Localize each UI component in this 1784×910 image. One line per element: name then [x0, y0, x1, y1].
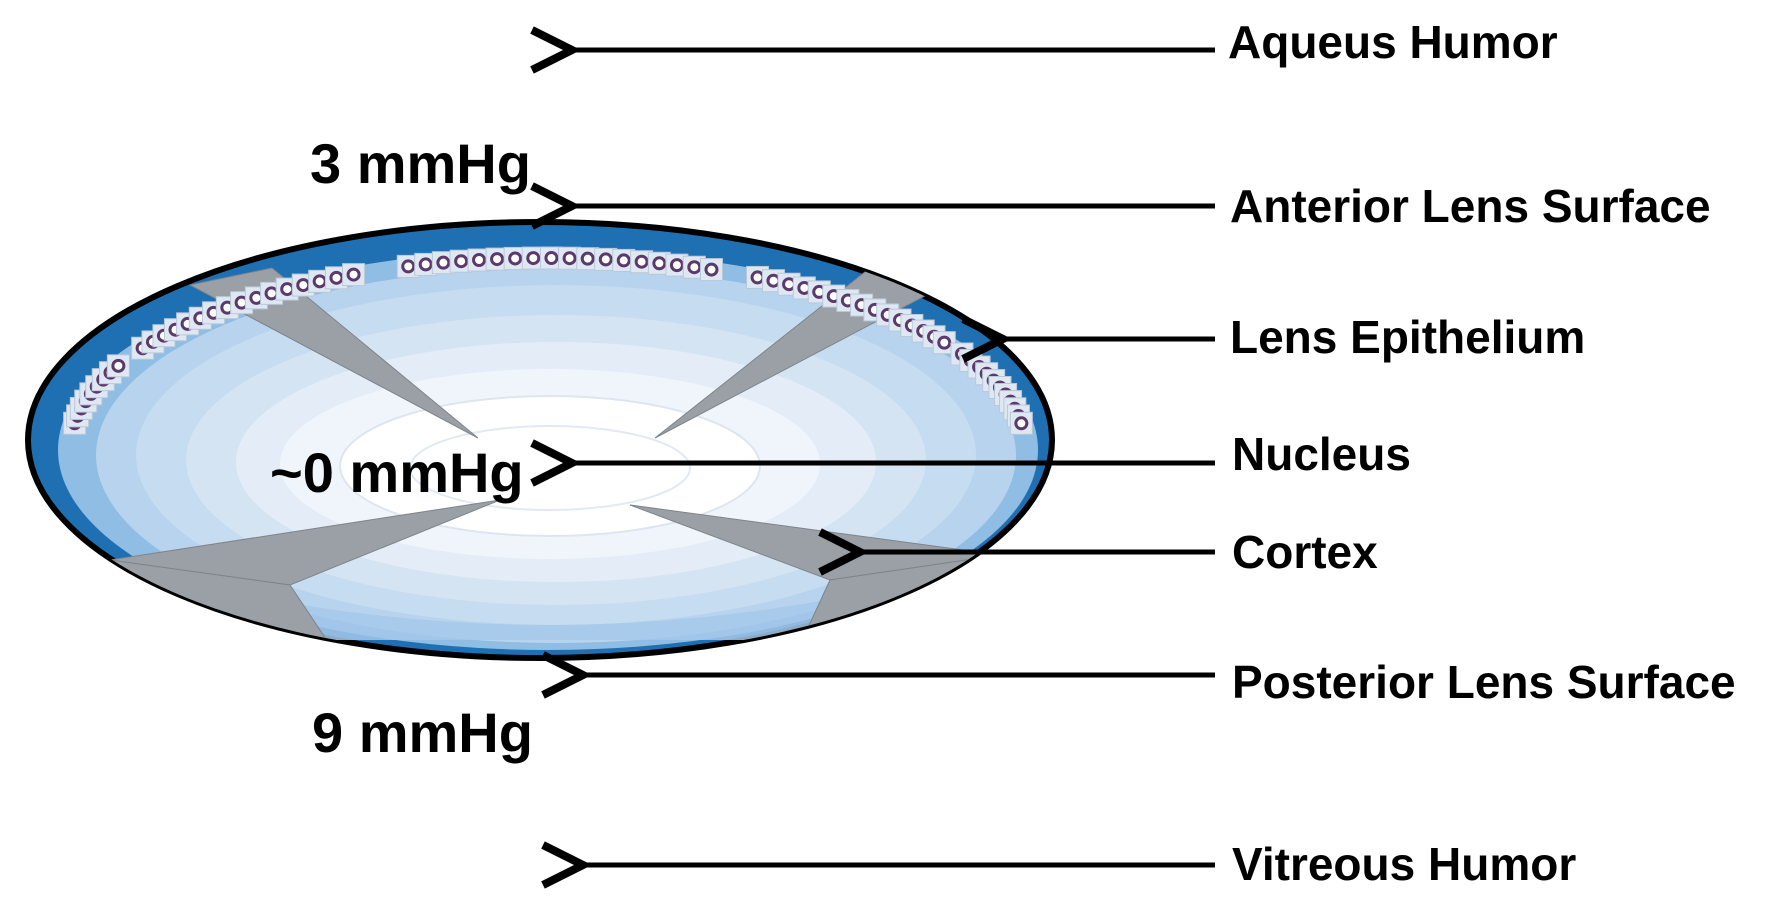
epithelium-cell-nucleus: [346, 267, 361, 282]
pressure-anterior: 3 mmHg: [310, 132, 531, 195]
epithelium-cell-nucleus: [454, 254, 469, 269]
suture-upper-left: [188, 267, 479, 439]
epithelium-cell-nucleus: [652, 256, 667, 271]
epithelium-cell-nucleus: [418, 257, 433, 272]
epithelium-cell-nucleus: [526, 251, 541, 266]
epithelium-cell-nucleus: [937, 335, 952, 350]
epithelium-cell-nucleus: [1014, 416, 1029, 431]
label-posterior-lens-surface: Posterior Lens Surface: [1232, 656, 1736, 708]
pressure-center: ~0 mmHg: [270, 441, 524, 504]
lens: [25, 219, 1055, 661]
label-anterior-lens-surface: Anterior Lens Surface: [1230, 180, 1711, 232]
epithelium-cell-nucleus: [598, 252, 613, 267]
epithelium-cell-nucleus: [296, 278, 311, 293]
epithelium-cell-nucleus: [634, 254, 649, 269]
label-cortex: Cortex: [1232, 526, 1378, 578]
lens-epithelium-cells: [63, 246, 1033, 435]
epithelium-cell-nucleus: [312, 274, 327, 289]
epithelium-cell-nucleus: [544, 251, 559, 266]
epithelium-cell-nucleus: [111, 358, 126, 373]
epithelium-cell-nucleus: [472, 253, 487, 268]
label-lens-epithelium: Lens Epithelium: [1230, 311, 1585, 363]
epithelium-cell-nucleus: [669, 258, 684, 273]
epithelium-cell-nucleus: [580, 251, 595, 266]
epithelium-cell-nucleus: [490, 252, 505, 267]
arrows: [572, 50, 1215, 865]
epithelium-cell-nucleus: [401, 259, 416, 274]
epithelium-cell-nucleus: [562, 251, 577, 266]
epithelium-cell-nucleus: [750, 270, 765, 285]
epithelium-cell-nucleus: [329, 270, 344, 285]
epithelium-cell-nucleus: [436, 255, 451, 270]
epithelium-cell-nucleus: [280, 282, 295, 297]
epithelium-cell-nucleus: [766, 273, 781, 288]
epithelium-cell-nucleus: [687, 260, 702, 275]
label-aqueous-humor: Aqueus Humor: [1228, 16, 1558, 68]
epithelium-cell-nucleus: [264, 286, 279, 301]
label-vitreous-humor: Vitreous Humor: [1232, 838, 1576, 890]
epithelium-cell-nucleus: [616, 253, 631, 268]
epithelium-cell-nucleus: [704, 262, 719, 277]
epithelium-cell-nucleus: [508, 251, 523, 266]
pressure-posterior: 9 mmHg: [312, 701, 533, 764]
label-nucleus: Nucleus: [1232, 428, 1411, 480]
nucleus-core: [409, 425, 691, 511]
